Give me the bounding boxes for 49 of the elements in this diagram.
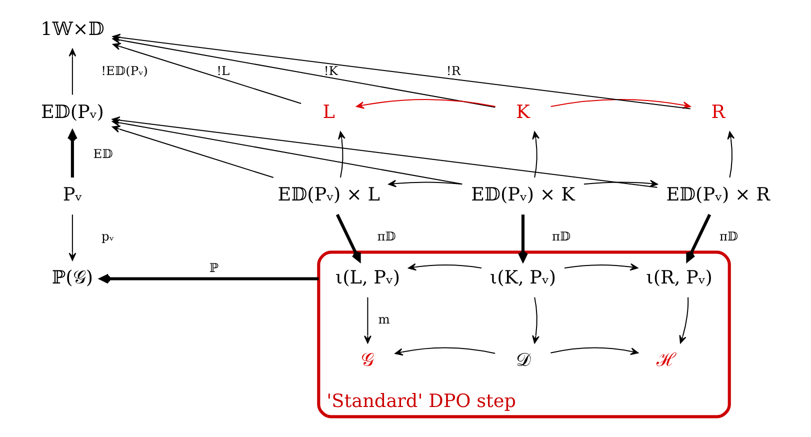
arrow [564, 263, 638, 271]
arrow [336, 214, 361, 262]
edge-label: pᵥ [101, 230, 114, 244]
node-text: E𝔻(Pᵥ) × R [666, 184, 770, 206]
node-text: E𝔻(Pᵥ) × K [471, 184, 575, 206]
arrow [68, 214, 76, 261]
arrow [338, 131, 346, 178]
arrow [394, 347, 496, 356]
arrow [584, 180, 658, 188]
node-text: ι(R, Pᵥ) [646, 267, 712, 288]
arrow [532, 297, 540, 344]
arrow [364, 297, 372, 344]
node-text: K [516, 102, 530, 123]
edge-label: !E𝔻(Pᵥ) [101, 64, 148, 78]
node-text: R [711, 102, 726, 123]
edge-label: E𝔻 [93, 146, 113, 161]
arrow [67, 130, 78, 178]
arrow [550, 347, 639, 355]
arrow [388, 180, 462, 188]
node-text: 𝒢 [361, 350, 374, 372]
node-text: 𝒟 [516, 350, 530, 372]
edge-label: !R [446, 64, 461, 78]
arrow [408, 263, 482, 271]
arrow [686, 214, 712, 262]
arrow [679, 297, 689, 344]
arrow [68, 48, 76, 95]
node-text: E𝔻(Pᵥ) [40, 102, 104, 123]
node-text: ι(L, Pᵥ) [335, 267, 400, 288]
edge-label: !K [324, 64, 338, 78]
edge-label: π𝔻 [720, 230, 738, 244]
node-text: L [322, 102, 335, 123]
edge-label: !L [216, 64, 230, 78]
arrow [356, 99, 496, 109]
node-text: E𝔻(Pᵥ) × L [278, 184, 380, 206]
node-text: Pᵥ [62, 184, 82, 206]
arrow [727, 131, 735, 178]
node-text: ι(K, Pᵥ) [490, 267, 556, 288]
node-text: ℙ(𝒢) [52, 267, 94, 288]
arrow [100, 274, 319, 284]
arrow [112, 42, 302, 104]
arrow [532, 131, 540, 178]
node-text: ℋ [656, 350, 676, 372]
arrow [518, 214, 528, 262]
edge-label: π𝔻 [552, 230, 571, 244]
edge-label: ℙ [209, 261, 219, 276]
edge-label: π𝔻 [377, 230, 396, 244]
arrow [112, 125, 274, 178]
node-text: 1𝕎×𝔻 [40, 19, 104, 40]
edge-label: m [378, 312, 390, 326]
